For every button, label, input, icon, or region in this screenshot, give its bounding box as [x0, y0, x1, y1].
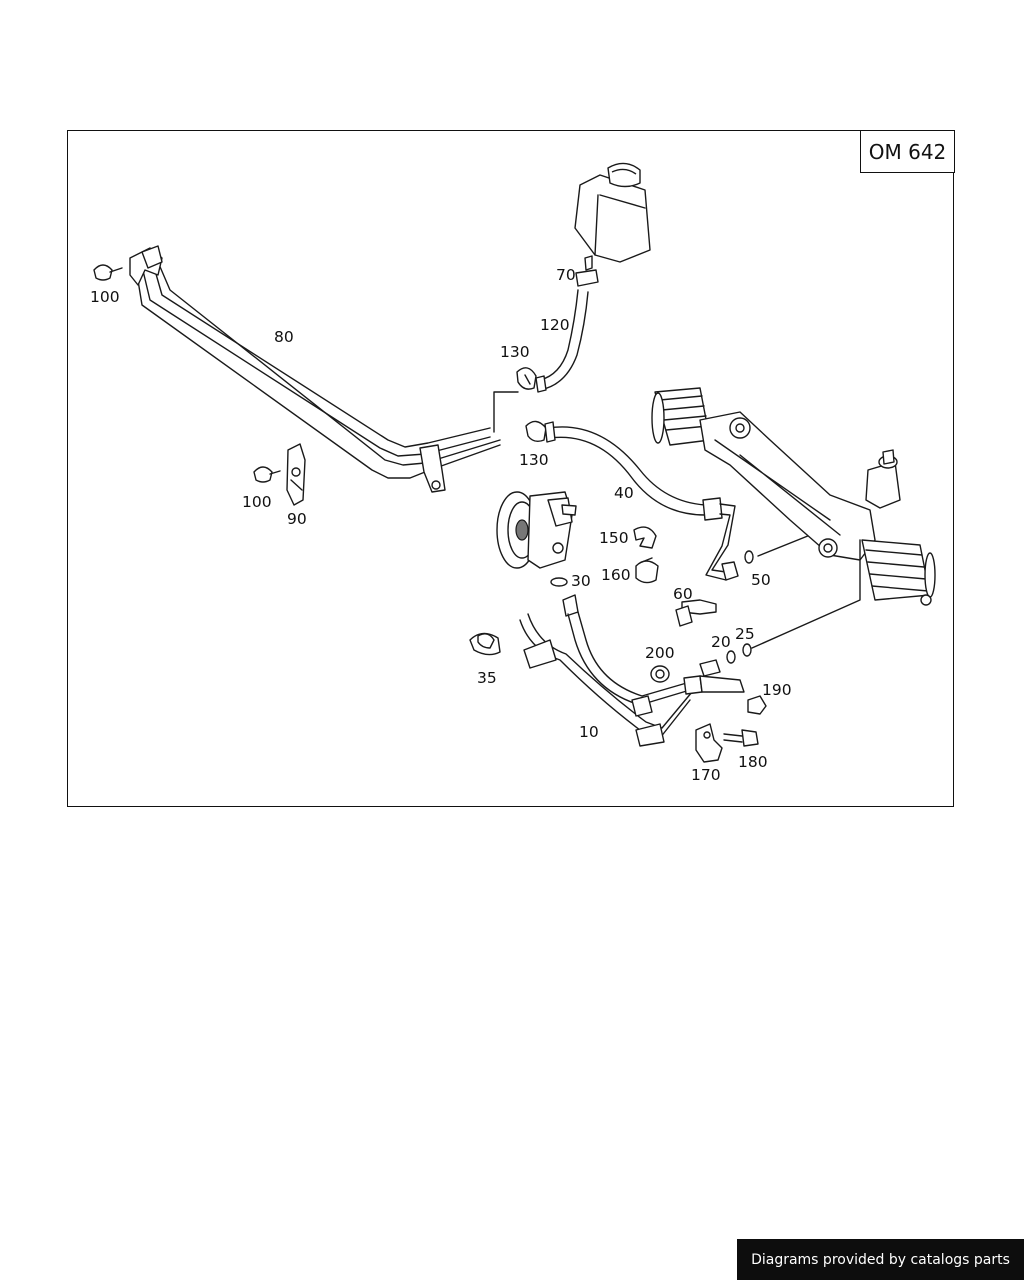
label-10: 10 — [579, 723, 599, 741]
hose-120 — [535, 289, 589, 393]
footer-credit: Diagrams provided by catalogs parts — [737, 1239, 1024, 1280]
label-50: 50 — [751, 571, 771, 589]
diagram-frame — [67, 130, 954, 807]
clamp-160 — [635, 557, 659, 584]
label-130-bottom: 130 — [519, 451, 549, 469]
label-180: 180 — [738, 753, 768, 771]
bolt-180 — [723, 729, 759, 747]
label-40: 40 — [614, 484, 634, 502]
pressure-hose-10 — [519, 594, 745, 747]
label-170: 170 — [691, 766, 721, 784]
clamp-35 — [469, 632, 501, 656]
clamp-70 — [575, 269, 599, 287]
bracket-90 — [286, 443, 306, 506]
label-130-top: 130 — [500, 343, 530, 361]
label-90: 90 — [287, 510, 307, 528]
clamp-150 — [633, 526, 657, 549]
bracket-170 — [695, 723, 723, 763]
label-35: 35 — [477, 669, 497, 687]
leader-line-25 — [751, 539, 861, 649]
label-160: 160 — [601, 566, 631, 584]
bolt-100-bottom — [253, 466, 281, 483]
label-200: 200 — [645, 644, 675, 662]
washer-200 — [650, 665, 670, 683]
label-60: 60 — [673, 585, 693, 603]
clamp-130-top — [516, 367, 537, 390]
label-25: 25 — [735, 625, 755, 643]
o-ring-20 — [726, 650, 736, 664]
bolt-100-top — [93, 264, 123, 281]
engine-code-box: OM 642 — [860, 130, 955, 173]
label-190: 190 — [762, 681, 792, 699]
label-20: 20 — [711, 633, 731, 651]
label-30: 30 — [571, 572, 591, 590]
o-ring-50 — [744, 550, 754, 564]
seal-30 — [550, 577, 568, 587]
union-fitting — [699, 659, 721, 677]
o-ring-25 — [742, 643, 752, 657]
reservoir — [574, 162, 651, 271]
nut-190 — [747, 695, 767, 715]
hose-40 — [544, 421, 723, 521]
power-steering-pump — [496, 491, 577, 569]
clamp-130-bottom — [525, 420, 547, 443]
steering-rack — [651, 387, 936, 606]
label-80: 80 — [274, 328, 294, 346]
pipe-60 — [675, 503, 739, 627]
label-120: 120 — [540, 316, 570, 334]
label-100-top: 100 — [90, 288, 120, 306]
label-150: 150 — [599, 529, 629, 547]
leader-line-130 — [493, 391, 519, 433]
pipe-80 — [129, 245, 501, 493]
label-100-bottom: 100 — [242, 493, 272, 511]
label-70: 70 — [556, 266, 576, 284]
